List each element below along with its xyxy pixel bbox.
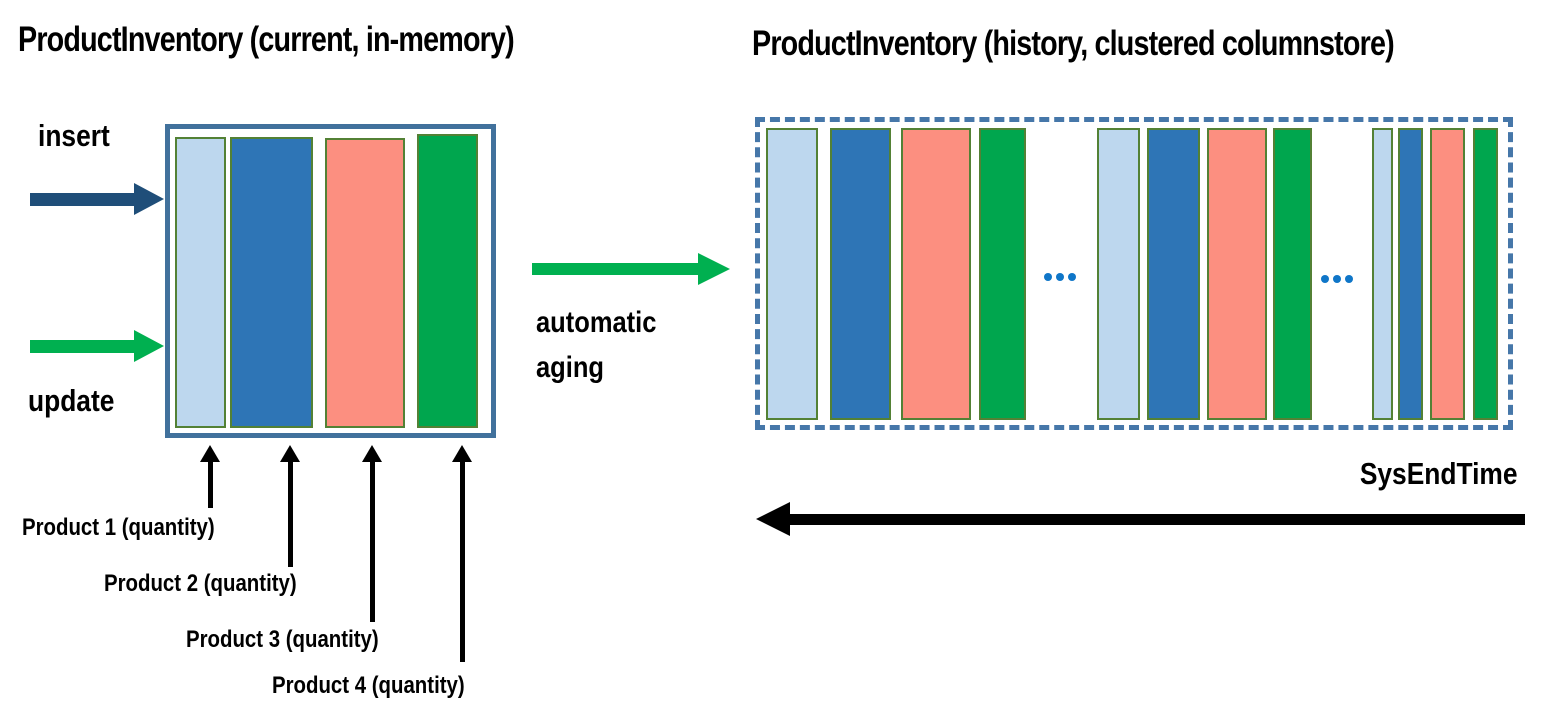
product-1-arrow-line (208, 460, 213, 508)
product-2-label: Product 2 (quantity) (104, 570, 297, 597)
history-g3-bar-product-4 (1473, 128, 1498, 420)
product-1-label: Product 1 (quantity) (22, 514, 215, 541)
history-table-box (755, 117, 1513, 430)
product-2-arrow-line (288, 460, 293, 567)
insert-arrow-line (30, 193, 134, 206)
update-label: update (28, 383, 115, 418)
current-bar-product-2 (230, 137, 313, 428)
insert-arrow-head-icon (134, 183, 164, 215)
history-g1-bar-product-2 (830, 128, 891, 420)
dot-icon (1321, 275, 1329, 283)
product-3-arrow-line (370, 460, 375, 622)
current-table-title: ProductInventory (current, in-memory) (18, 20, 515, 59)
product-4-label: Product 4 (quantity) (272, 672, 465, 699)
dot-icon (1044, 273, 1052, 281)
ellipsis-dots-1 (1044, 273, 1076, 281)
product-1-arrow-head-icon (200, 445, 220, 462)
dot-icon (1345, 275, 1353, 283)
current-table-box (165, 124, 496, 438)
history-g1-bar-product-4 (979, 128, 1026, 420)
sys-end-time-label: SysEndTime (1360, 456, 1518, 491)
update-arrow-head-icon (134, 330, 164, 362)
sys-end-time-arrow-head-icon (756, 502, 790, 536)
history-g3-bar-product-2 (1398, 128, 1423, 420)
product-2-arrow-head-icon (280, 445, 300, 462)
ellipsis-dots-2 (1321, 275, 1353, 283)
history-g1-bar-product-1 (766, 128, 818, 420)
update-arrow-line (30, 340, 134, 353)
dot-icon (1068, 273, 1076, 281)
dot-icon (1056, 273, 1064, 281)
history-g2-bar-product-4 (1273, 128, 1312, 420)
dot-icon (1333, 275, 1341, 283)
aging-arrow-head-icon (698, 253, 730, 285)
product-3-arrow-head-icon (362, 445, 382, 462)
history-g2-bar-product-1 (1097, 128, 1140, 420)
history-g2-bar-product-3 (1207, 128, 1267, 420)
history-g2-bar-product-2 (1147, 128, 1200, 420)
current-bar-product-1 (175, 137, 226, 428)
product-3-label: Product 3 (quantity) (186, 626, 379, 653)
product-4-arrow-line (460, 460, 465, 662)
current-bar-product-4 (417, 134, 478, 428)
current-bar-product-3 (325, 138, 405, 428)
sys-end-time-arrow-line (788, 514, 1525, 525)
history-g1-bar-product-3 (901, 128, 971, 420)
insert-label: insert (38, 118, 110, 153)
aging-label-line2: aging (536, 351, 604, 384)
aging-arrow-line (532, 263, 698, 275)
history-g3-bar-product-3 (1430, 128, 1465, 420)
aging-label-line1: automatic (536, 306, 657, 339)
history-table-title: ProductInventory (history, clustered col… (752, 24, 1395, 63)
product-4-arrow-head-icon (452, 445, 472, 462)
history-g3-bar-product-1 (1372, 128, 1393, 420)
